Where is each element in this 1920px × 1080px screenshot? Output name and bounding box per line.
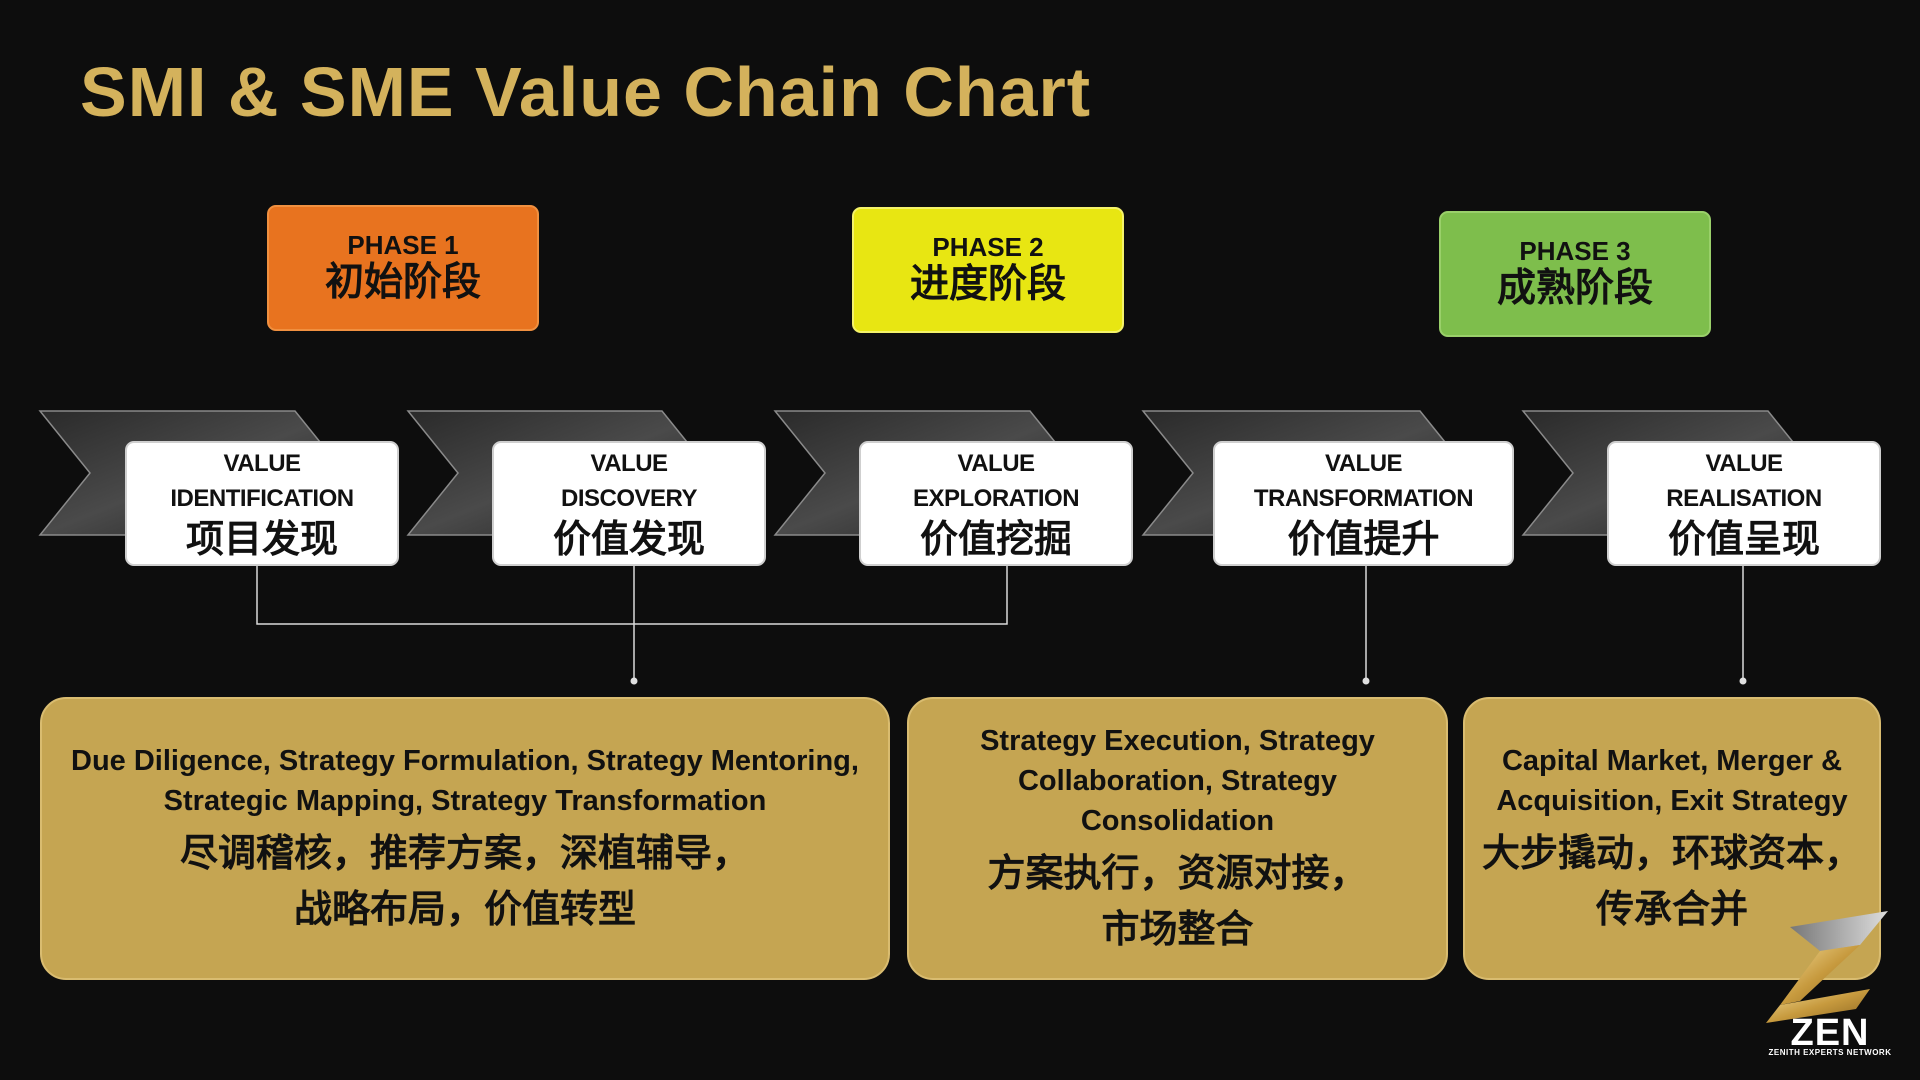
- detail-box-phase-2: Strategy Execution, Strategy Collaborati…: [907, 697, 1448, 980]
- detail-text-en: Due Diligence, Strategy Formulation, Str…: [71, 744, 859, 777]
- logo-tagline: ZENITH EXPERTS NETWORK: [1768, 1048, 1892, 1057]
- stage-label-cn: 价值提升: [1287, 516, 1440, 561]
- detail-text-cn: 市场整合: [1101, 906, 1254, 951]
- stage-label-cn: 价值发现: [552, 516, 705, 561]
- zen-logo-icon: [1766, 911, 1888, 1023]
- detail-text-cn: 方案执行，资源对接，: [987, 850, 1368, 895]
- detail-text-cn: 战略布局，价值转型: [293, 886, 636, 931]
- phase-1-label: PHASE 1: [347, 230, 459, 260]
- stage-box-discovery: VALUE DISCOVERY 价值发现: [492, 441, 766, 566]
- stage-label-en: VALUE: [957, 449, 1035, 477]
- detail-text-cn: 大步撬动，环球资本，: [1481, 830, 1862, 875]
- stage-box-realisation: VALUE REALISATION 价值呈现: [1607, 441, 1881, 566]
- phase-2-name: 进度阶段: [909, 262, 1066, 307]
- stage-label-cn: 价值呈现: [1667, 516, 1820, 561]
- phase-3-name: 成熟阶段: [1496, 266, 1653, 311]
- stage-box-exploration: VALUE EXPLORATION 价值挖掘: [859, 441, 1133, 566]
- phase-2-badge: PHASE 2 进度阶段: [852, 207, 1124, 333]
- connector-dot: [630, 677, 638, 685]
- stage-label-en: VALUE: [1705, 449, 1783, 477]
- phase-1-badge: PHASE 1 初始阶段: [267, 205, 539, 331]
- phase-3-label: PHASE 3: [1519, 236, 1631, 266]
- detail-box-phase-1: Due Diligence, Strategy Formulation, Str…: [40, 697, 890, 980]
- connector-dot: [1739, 677, 1747, 685]
- stage-label-en: DISCOVERY: [561, 484, 697, 512]
- detail-text-cn: 传承合并: [1595, 886, 1748, 931]
- page-title: SMI & SME Value Chain Chart: [80, 53, 1092, 131]
- detail-text-en: Capital Market, Merger &: [1501, 744, 1843, 777]
- detail-text-cn: 尽调稽核，推荐方案，深植辅导，: [179, 830, 750, 875]
- stage-box-transformation: VALUE TRANSFORMATION 价值提升: [1213, 441, 1514, 566]
- phase-2-label: PHASE 2: [932, 232, 1044, 262]
- stage-label-cn: 项目发现: [185, 516, 338, 561]
- stage-label-en: REALISATION: [1666, 484, 1822, 512]
- stage-label-cn: 价值挖掘: [919, 516, 1072, 561]
- connector-lines: [256, 566, 1744, 680]
- logo-wordmark: ZEN: [1790, 1012, 1870, 1054]
- detail-text-en: Strategic Mapping, Strategy Transformati…: [163, 784, 767, 817]
- phase-3-badge: PHASE 3 成熟阶段: [1439, 211, 1711, 337]
- stage-label-en: VALUE: [1324, 449, 1403, 477]
- detail-text-en: Acquisition, Exit Strategy: [1496, 784, 1848, 817]
- stage-label-en: TRANSFORMATION: [1253, 484, 1474, 512]
- stage-label-en: VALUE: [223, 449, 301, 477]
- stage-box-identification: VALUE IDENTIFICATION 项目发现: [125, 441, 399, 566]
- stage-label-en: VALUE: [590, 449, 668, 477]
- stage-label-en: EXPLORATION: [912, 484, 1080, 512]
- connector-dot: [1362, 677, 1370, 685]
- detail-text-en: Strategy Execution, Strategy: [980, 724, 1375, 757]
- detail-text-en: Collaboration, Strategy Consolidation: [1017, 764, 1338, 837]
- phase-1-name: 初始阶段: [324, 260, 481, 305]
- stage-label-en: IDENTIFICATION: [170, 484, 354, 512]
